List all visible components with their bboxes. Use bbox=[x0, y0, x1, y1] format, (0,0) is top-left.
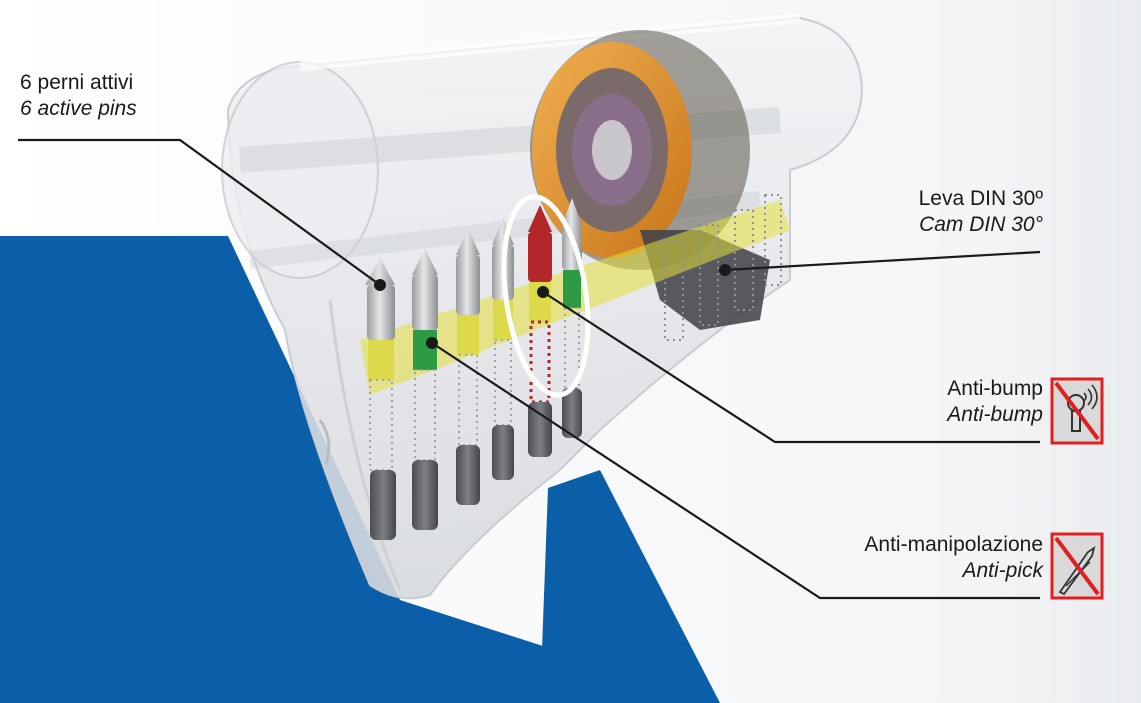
pin-red bbox=[528, 205, 552, 457]
blue-panel bbox=[0, 236, 720, 703]
leader-dot bbox=[719, 264, 731, 276]
pin bbox=[562, 198, 582, 438]
pin bbox=[456, 228, 480, 505]
label-pick-en: Anti-pick bbox=[962, 559, 1043, 582]
pin bbox=[412, 248, 438, 530]
leader-pick bbox=[431, 342, 1040, 600]
label-cam-it: Leva DIN 30º bbox=[918, 187, 1043, 210]
highlight-ring bbox=[501, 194, 591, 398]
leader-bump bbox=[542, 291, 1040, 444]
pin bbox=[365, 258, 396, 540]
pin-stack bbox=[365, 194, 782, 540]
label-bump-en: Anti-bump bbox=[947, 403, 1043, 426]
rear-pin-stack bbox=[664, 194, 782, 341]
leader-dot bbox=[537, 286, 549, 298]
label-bump-it: Anti-bump bbox=[947, 377, 1043, 400]
label-pins: 6 perni attivi 6 active pins bbox=[20, 70, 137, 122]
label-pick-it: Anti-manipolazione bbox=[864, 533, 1043, 556]
label-pins-it: 6 perni attivi bbox=[20, 71, 134, 94]
leader-lines bbox=[18, 138, 1041, 600]
anti-pick-icon bbox=[1050, 532, 1104, 600]
label-bump: Anti-bump Anti-bump bbox=[947, 376, 1043, 428]
leader-dot bbox=[426, 337, 438, 349]
cam-wheel bbox=[530, 30, 770, 330]
leader-pins bbox=[18, 138, 381, 286]
anti-bump-icon bbox=[1050, 377, 1104, 445]
label-pick: Anti-manipolazione Anti-pick bbox=[864, 532, 1043, 584]
label-cam-en: Cam DIN 30° bbox=[919, 213, 1043, 236]
leader-cam bbox=[724, 250, 1041, 272]
blue-panel-corner bbox=[540, 470, 720, 703]
leader-dot bbox=[374, 279, 386, 291]
label-pins-en: 6 active pins bbox=[20, 97, 137, 120]
label-cam: Leva DIN 30º Cam DIN 30° bbox=[919, 186, 1043, 238]
